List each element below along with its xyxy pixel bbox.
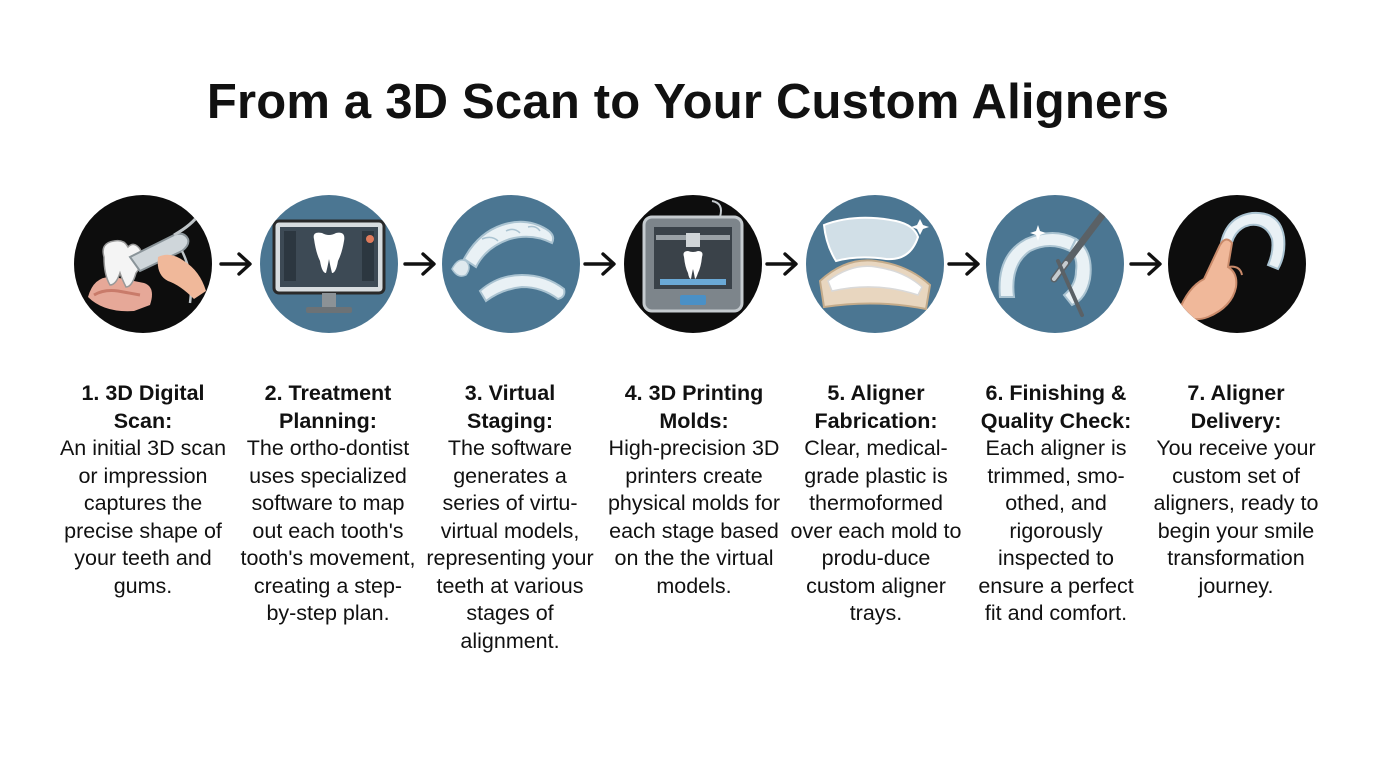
- step-description: Each aligner is trimmed, smo-othed, and …: [978, 436, 1134, 625]
- step-description: High-precision 3D printers create physic…: [607, 436, 781, 598]
- arrow-right-icon: [218, 250, 254, 278]
- treatment-software-monitor-icon: [260, 195, 398, 333]
- step-title: 6. Finishing & Quality Check:: [980, 381, 1132, 433]
- step-title: 3. Virtual Staging:: [464, 381, 556, 433]
- step-6: 6. Finishing & Quality Check: Each align…: [968, 380, 1144, 628]
- step-title: 5. Aligner Fabrication:: [814, 381, 938, 433]
- step-title: 7. Aligner Delivery:: [1187, 381, 1285, 433]
- step-title: 4. 3D Printing Molds:: [624, 381, 764, 433]
- step-1: 1. 3D Digital Scan: An initial 3D scan o…: [55, 380, 231, 600]
- hand-holding-aligner-icon: [1168, 195, 1306, 333]
- step-title: 2. Treatment Planning:: [264, 381, 392, 433]
- virtual-aligner-models-icon: [442, 195, 580, 333]
- step-description: Clear, medical-grade plastic is thermofo…: [790, 436, 962, 625]
- step-3: 3. Virtual Staging: The software generat…: [422, 380, 598, 655]
- page-title: From a 3D Scan to Your Custom Aligners: [206, 75, 1170, 129]
- arrow-right-icon: [582, 250, 618, 278]
- step-description: You receive your custom set of aligners,…: [1153, 436, 1319, 598]
- arrow-right-icon: [764, 250, 800, 278]
- step-5: 5. Aligner Fabrication: Clear, medical-g…: [788, 380, 964, 628]
- step-title: 1. 3D Digital Scan:: [81, 381, 205, 433]
- step-description: The software generates a series of virtu…: [426, 436, 594, 653]
- trimming-tool-icon: [986, 195, 1124, 333]
- step-4: 4. 3D Printing Molds: High-precision 3D …: [606, 380, 782, 600]
- arrow-right-icon: [1128, 250, 1164, 278]
- step-description: An initial 3D scan or impression capture…: [59, 436, 227, 598]
- intraoral-scanner-icon: [74, 195, 212, 333]
- thermoformed-sheet-icon: [806, 195, 944, 333]
- step-7: 7. Aligner Delivery: You receive your cu…: [1148, 380, 1324, 600]
- arrow-right-icon: [946, 250, 982, 278]
- step-description: The ortho-dontist uses specialized softw…: [240, 436, 416, 625]
- step-2: 2. Treatment Planning: The ortho-dontist…: [240, 380, 416, 628]
- 3d-printer-icon: [624, 195, 762, 333]
- arrow-right-icon: [402, 250, 438, 278]
